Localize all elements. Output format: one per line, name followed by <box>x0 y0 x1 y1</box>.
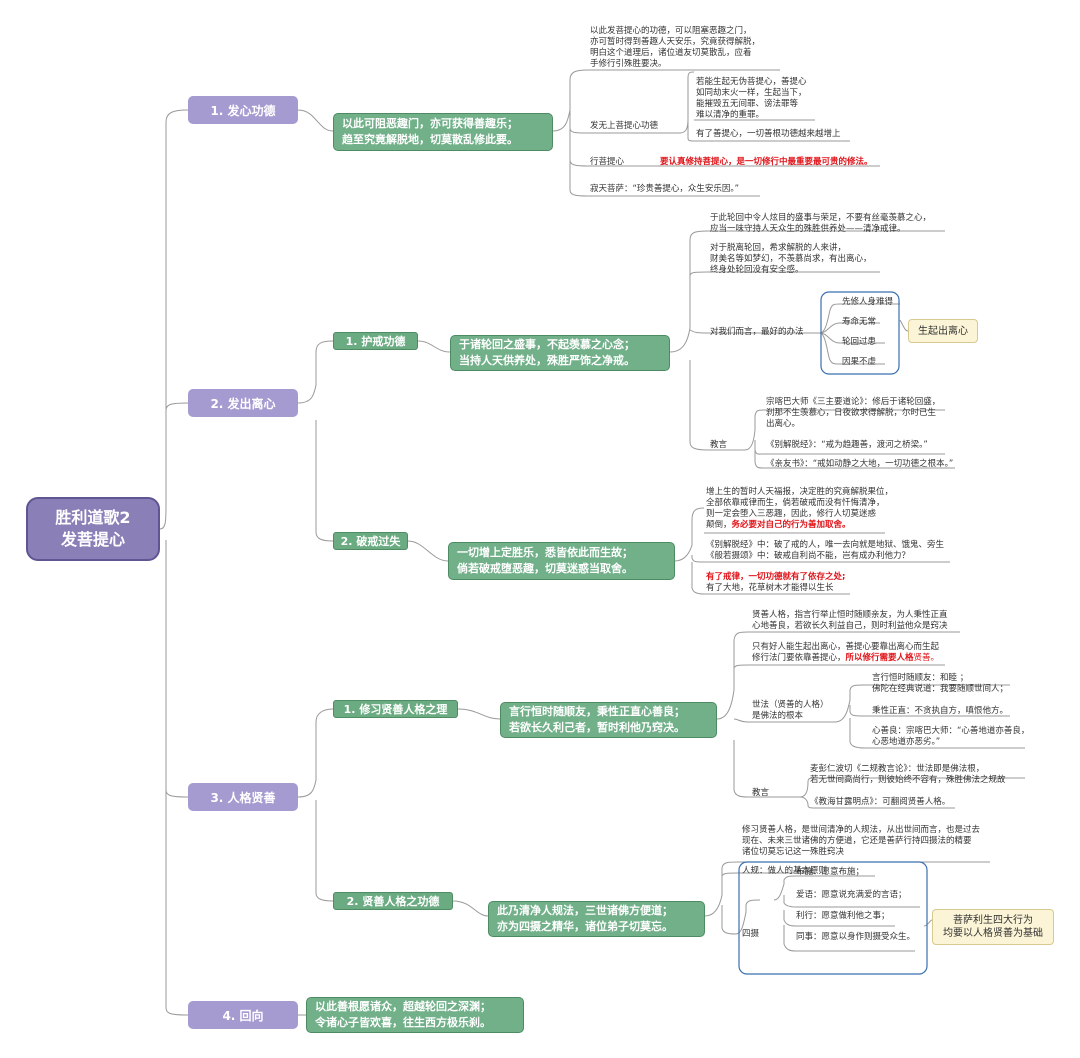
node-label: 2. 破戒过失 <box>340 535 401 548</box>
s3a-world-3: 心善良：宗喀巴大师：“心善地道亦善良，心恶地道亦恶劣。” <box>872 726 1030 747</box>
summary-line: 言行恒时随顺友，秉性正直心善良； <box>509 705 685 718</box>
s1-practice-note: 要认真修持菩提心，是一切修行中最重要最可贵的修法。 <box>660 157 873 167</box>
summary-line: 趋至究竟解脱地，切莫散乱修此要。 <box>342 133 518 146</box>
section-renunciation[interactable]: 2. 发出离心 <box>188 389 298 417</box>
summary-line: 倘若破戒堕恶趣，切莫迷惑当取舍。 <box>457 562 633 575</box>
s2b-text-2: 《别解脱经》中：破了戒的人，唯一去向就是地狱、饿鬼、旁生《般若摄颂》中：破戒自利… <box>706 540 945 561</box>
s3a-teach-label: 教言 <box>752 788 770 798</box>
s1-quote: 寂天菩萨：“珍贵善提心，众生安乐因。” <box>590 184 740 194</box>
s2a-summary-box[interactable]: 于诸轮回之盛事，不起羡慕之心念； 当持人天供养处，殊胜严饰之净戒。 <box>450 335 670 371</box>
section-dedication[interactable]: 4. 回向 <box>188 1001 298 1029</box>
summary-line: 当持人天供养处，殊胜严饰之净戒。 <box>459 354 635 367</box>
summary-line: 亦为四摄之精华，诸位弟子切莫忘。 <box>497 920 673 933</box>
section-label: 1. 发心功德 <box>210 103 276 118</box>
s2a-text-2: 对于脱离轮回，希求解脱的人来讲，财美名等如梦幻，不羡慕尚求，有出离心，终身处轮回… <box>710 243 872 275</box>
s2a-text-1: 于此轮回中令人炫目的盛事与荣足，不要有丝毫羡慕之心，应当一味守持人天众生的殊胜供… <box>710 213 932 234</box>
section-character[interactable]: 3. 人格贤善 <box>188 783 298 811</box>
summary-line: 以此善根愿诸众，超越轮回之深渊； <box>315 1000 491 1013</box>
root-title-line1: 胜利道歌2 <box>55 508 131 527</box>
s1-merit-a: 若能生起无伪菩提心，善提心如同劫末火一样，生起当下，能摧毁五无间罪、谤法罪等难以… <box>696 77 807 120</box>
s2b-text-1: 增上生的暂时人天福报，决定胜的究竟解脱果位，全部依靠戒律而生，倘若破戒而没有忏悔… <box>706 487 894 530</box>
method-2: 寿命无常 <box>842 317 877 327</box>
s3-character-merit[interactable]: 2. 贤善人格之功德 <box>333 892 453 910</box>
node-label: 1. 护戒功德 <box>345 335 406 348</box>
four-item-1: 布施：愿意布施； <box>796 867 865 877</box>
s1-summary-box[interactable]: 以此可阻恶趣门，亦可获得善趣乐； 趋至究竟解脱地，切莫散乱修此要。 <box>333 113 553 151</box>
four-item-4: 同事：愿意以身作则摄受众生。 <box>796 932 916 942</box>
result-line: 均要以人格贤善为基础 <box>943 928 1043 939</box>
s3b-summary-box[interactable]: 此乃清净人规法，三世诸佛方便道； 亦为四摄之精华，诸位弟子切莫忘。 <box>488 901 705 937</box>
s2b-summary-box[interactable]: 一切增上定胜乐，悉皆依此而生故； 倘若破戒堕恶趣，切莫迷惑当取舍。 <box>448 542 675 580</box>
s1-merit-b: 有了善提心，一切善根功德越来越增上 <box>696 129 841 139</box>
s1-merit-label: 发无上菩提心功德 <box>590 121 659 131</box>
s2a-teach-1: 宗喀巴大师《三主要道论》：修后于诸轮回盛，刹那不生羡慕心，日夜欲求得解脱，尔时已… <box>766 397 941 429</box>
section-merit[interactable]: 1. 发心功德 <box>188 96 298 124</box>
section-label: 4. 回向 <box>222 1008 264 1023</box>
s3-character-reason[interactable]: 1. 修习贤善人格之理 <box>333 700 458 718</box>
s1-intro-text: 以此发菩提心的功德，可以阻塞恶趣之门，亦可暂时得到善趣人天安乐，究竟获得解脱，明… <box>590 26 761 69</box>
summary-line: 令诸心子皆欢喜，往生西方极乐刹。 <box>315 1016 491 1029</box>
s3a-teach-1: 麦彭仁波切《二规教言论》：世法即是佛法根，若无世间高尚行，则彼始终不容有，殊胜佛… <box>810 764 1006 785</box>
summary-line: 以此可阻恶趣门，亦可获得善趣乐； <box>342 117 518 130</box>
node-label: 2. 贤善人格之功德 <box>346 895 440 908</box>
four-item-2: 爱语：愿意说充满爱的言语； <box>796 890 907 900</box>
four-result[interactable]: 菩萨利生四大行为 均要以人格贤善为基础 <box>932 909 1054 945</box>
summary-line: 于诸轮回之盛事，不起羡慕之心念； <box>459 338 635 351</box>
summary-line: 此乃清净人规法，三世诸佛方便道； <box>497 904 673 917</box>
s3a-world-label: 世法（贤善的人格）是佛法的根本 <box>752 700 829 721</box>
s3a-teach-2: 《教海甘露明点》：可翻阅贤善人格。 <box>810 797 951 807</box>
s3a-world-1: 言行恒时随顺友：和睦 ；佛陀在经典说道：我要随顺世间人； <box>872 673 1009 694</box>
s3a-text-1: 贤善人格，指言行举止恒时随顺亲友，为人秉性正直心地善良，若欲长久利益自己，则时利… <box>752 610 948 631</box>
s2b-text-3: 有了戒律，一切功德就有了依存之处;有了大地，花草树木才能得以生长 <box>706 572 846 593</box>
s2a-teach-2: 《别解脱经》：“戒为趋趣善，渡河之桥梁。” <box>766 440 928 450</box>
s3a-world-2: 秉性正直：不贪执自方，嗔恨他方。 <box>872 706 1009 716</box>
s2a-teach-3: 《亲友书》：“戒如动静之大地，一切功德之根本。” <box>766 459 954 469</box>
result-line: 菩萨利生四大行为 <box>953 915 1033 926</box>
s3b-four-label: 四摄 <box>742 929 760 939</box>
root-title-line2: 发菩提心 <box>60 530 125 549</box>
method-3: 轮回过患 <box>842 337 877 347</box>
s3a-summary-box[interactable]: 言行恒时随顺友，秉性正直心善良； 若欲长久利己者，暂时利他乃窍决。 <box>500 702 717 738</box>
method-4: 因果不虚 <box>842 357 877 367</box>
four-item-3: 利行：愿意做利他之事； <box>796 911 890 921</box>
methods-result[interactable]: 生起出离心 <box>908 319 978 343</box>
section-label: 2. 发出离心 <box>210 396 276 411</box>
result-label: 生起出离心 <box>918 325 968 337</box>
method-1: 先修人身难得 <box>842 297 894 307</box>
summary-line: 若欲长久利己者，暂时利他乃窍决。 <box>509 721 685 734</box>
s4-summary-box[interactable]: 以此善根愿诸众，超越轮回之深渊； 令诸心子皆欢喜，往生西方极乐刹。 <box>306 997 524 1033</box>
s1-practice-label: 行菩提心 <box>590 157 625 167</box>
s2-precepts-fault[interactable]: 2. 破戒过失 <box>333 532 408 550</box>
root-topic[interactable]: 胜利道歌2 发菩提心 <box>26 497 160 561</box>
s3b-text-1: 修习贤善人格，是世间清净的人规法，从出世间而言，也是过去现在、未来三世诸佛的方便… <box>742 825 981 857</box>
s2a-best-label: 对我们而言，最好的办法 <box>710 327 804 337</box>
summary-line: 一切增上定胜乐，悉皆依此而生故； <box>457 546 633 559</box>
s3b-rule: 人规：做人的基本原则 <box>742 866 828 876</box>
s3a-text-2: 只有好人能生起出离心，善提心要靠出离心而生起 修行法门要依靠善提心，所以修行需要… <box>752 642 940 663</box>
s2-precepts-merit[interactable]: 1. 护戒功德 <box>333 332 418 350</box>
node-label: 1. 修习贤善人格之理 <box>343 703 448 716</box>
s2a-teach-label: 教言 <box>710 440 728 450</box>
section-label: 3. 人格贤善 <box>210 790 276 805</box>
